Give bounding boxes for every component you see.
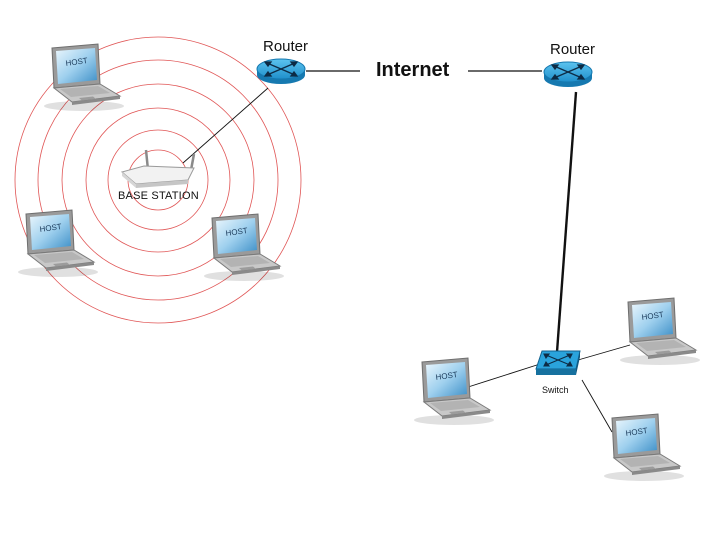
router-right-label: Router [550,41,596,58]
link-switch-host-top-right [577,344,631,361]
link-switch-host-bottom-right [581,379,613,433]
network-links [182,70,631,433]
laptop-icon[interactable] [619,297,701,366]
base-station-label: BASE STATION [118,190,199,202]
laptop-icon[interactable] [43,43,125,112]
wireless-signal-rings [14,36,302,324]
link-router-switch [555,91,578,353]
switch-label: Switch [542,385,569,395]
laptop-icon[interactable] [413,357,495,426]
link-switch-host-left [464,363,541,389]
switch-icon[interactable] [535,350,581,375]
wireless-access-point-icon[interactable] [120,149,196,188]
laptop-icon[interactable] [603,413,685,482]
laptop-icon[interactable] [203,213,285,282]
router-icon[interactable] [543,61,593,87]
link-base-station-router [182,87,269,164]
internet-label: Internet [376,59,450,81]
router-left-label: Router [263,38,309,55]
router-icon[interactable] [256,58,306,84]
